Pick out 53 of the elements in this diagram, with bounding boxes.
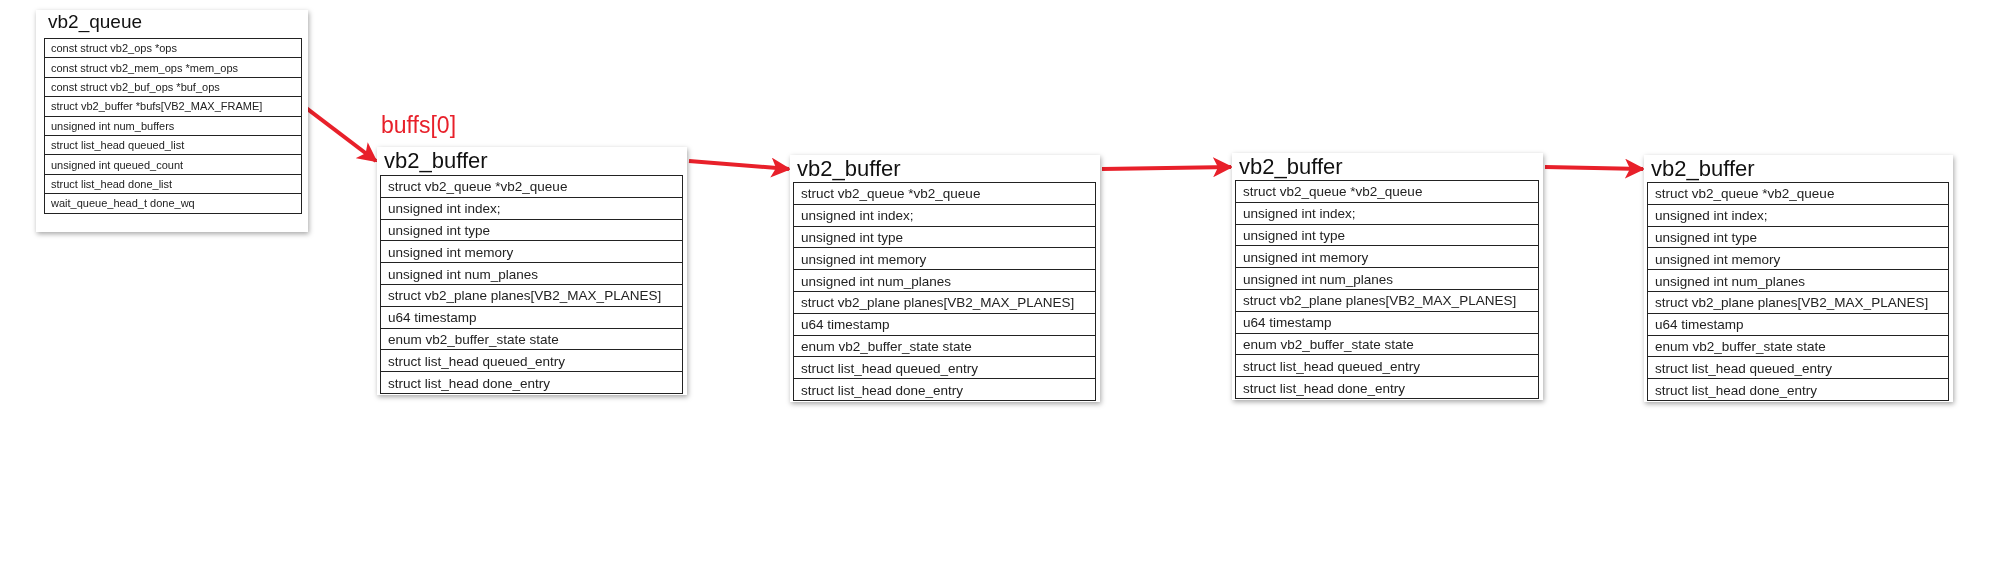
field-row: struct list_head queued_entry <box>380 349 683 373</box>
field-row: struct vb2_buffer *bufs[VB2_MAX_FRAME] <box>44 96 302 117</box>
field-row: struct vb2_plane planes[VB2_MAX_PLANES] <box>380 284 683 307</box>
struct-name: vb2_buffer <box>1651 156 1755 182</box>
field-row: struct list_head done_entry <box>380 371 683 394</box>
field-row: unsigned int memory <box>793 247 1096 271</box>
field-row: struct vb2_queue *vb2_queue <box>1647 182 1949 205</box>
field-row: struct list_head queued_entry <box>1647 356 1949 380</box>
field-row: unsigned int queued_count <box>44 154 302 175</box>
field-row: u64 timestamp <box>1647 312 1949 336</box>
struct-name: vb2_buffer <box>384 148 488 174</box>
field-row: unsigned int num_planes <box>1647 269 1949 292</box>
field-row: struct vb2_queue *vb2_queue <box>380 175 683 198</box>
field-row: unsigned int index; <box>380 196 683 220</box>
field-row: unsigned int memory <box>380 240 683 264</box>
field-row: struct vb2_plane planes[VB2_MAX_PLANES] <box>1647 291 1949 314</box>
field-row: struct vb2_plane planes[VB2_MAX_PLANES] <box>1235 289 1539 312</box>
field-row: unsigned int num_planes <box>793 269 1096 292</box>
struct-card <box>377 147 687 395</box>
field-row: unsigned int num_planes <box>380 262 683 285</box>
field-row: struct list_head queued_list <box>44 135 302 156</box>
struct-name: vb2_buffer <box>1239 154 1343 180</box>
pointer-label: buffs[0] <box>381 112 457 139</box>
struct-card <box>1232 153 1543 400</box>
field-row: u64 timestamp <box>793 312 1096 336</box>
arrow <box>1544 158 1645 179</box>
arrow <box>688 157 791 178</box>
field-row: unsigned int index; <box>793 203 1096 227</box>
field-row: struct vb2_plane planes[VB2_MAX_PLANES] <box>793 291 1096 314</box>
field-row: unsigned int index; <box>1235 201 1539 225</box>
field-row: struct list_head queued_entry <box>793 356 1096 380</box>
field-row: unsigned int num_buffers <box>44 115 302 136</box>
struct-card <box>1644 155 1953 402</box>
field-row: u64 timestamp <box>1235 310 1539 334</box>
struct-card <box>36 10 308 232</box>
struct-name: vb2_queue <box>48 11 143 33</box>
field-row: struct vb2_queue *vb2_queue <box>793 182 1096 205</box>
field-row: wait_queue_head_t done_wq <box>44 193 302 214</box>
field-row: u64 timestamp <box>380 305 683 329</box>
field-row: unsigned int index; <box>1647 203 1949 227</box>
field-row: struct list_head done_entry <box>793 378 1096 401</box>
field-row: struct list_head queued_entry <box>1235 354 1539 378</box>
field-row: unsigned int num_planes <box>1235 267 1539 290</box>
field-row: struct list_head done_entry <box>1235 376 1539 399</box>
arrow <box>1101 157 1233 178</box>
struct-name: vb2_buffer <box>797 156 901 182</box>
field-row: struct list_head done_entry <box>1647 378 1949 401</box>
field-row: unsigned int memory <box>1647 247 1949 271</box>
struct-card <box>790 155 1100 402</box>
field-row: unsigned int memory <box>1235 245 1539 269</box>
field-row: const struct vb2_ops *ops <box>44 38 302 59</box>
field-row: const struct vb2_mem_ops *mem_ops <box>44 57 302 78</box>
field-row: struct vb2_queue *vb2_queue <box>1235 180 1539 203</box>
